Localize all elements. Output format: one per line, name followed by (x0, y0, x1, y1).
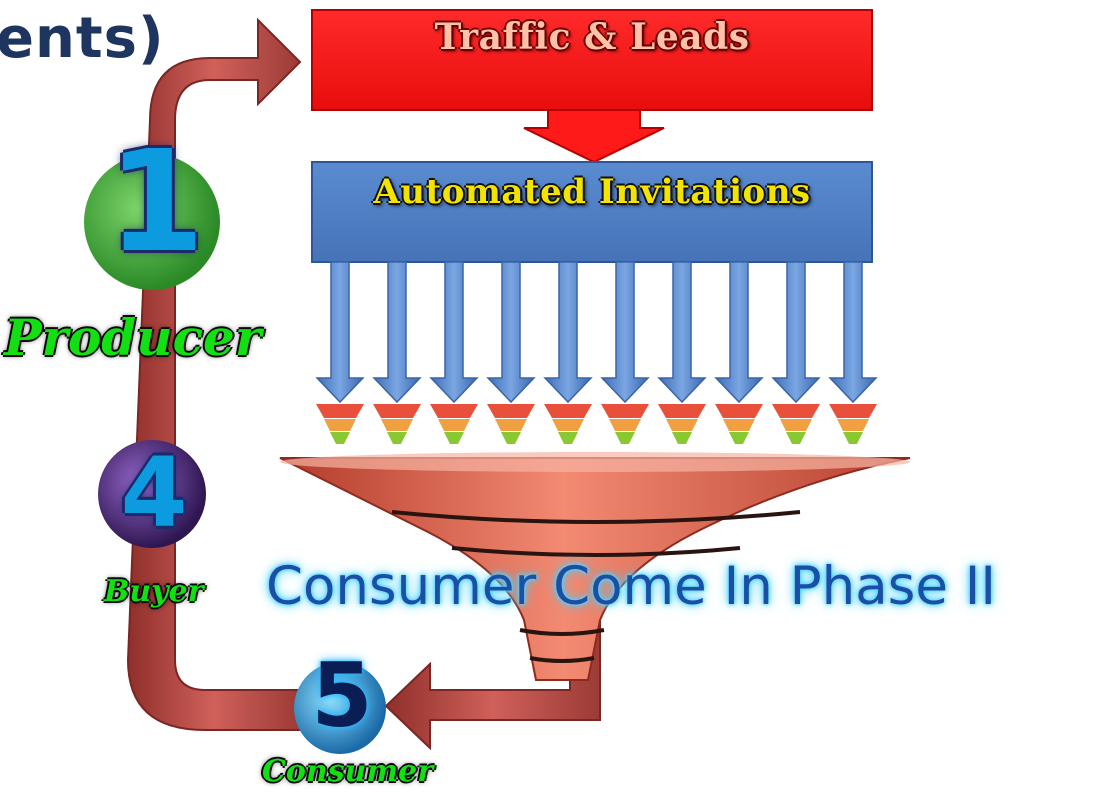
role-buyer: Buyer (104, 574, 204, 609)
step-4-circle (98, 440, 206, 548)
role-consumer: Consumer (262, 754, 434, 789)
down-arrow (543, 261, 593, 404)
traffic-leads-box (311, 9, 873, 111)
down-arrow (714, 261, 764, 404)
funnel-band (529, 656, 595, 663)
step-number-5: 5 (311, 644, 373, 747)
mini-funnel (430, 404, 478, 444)
role-producer: Producer (4, 308, 262, 367)
down-arrow (429, 261, 479, 404)
large-funnel (279, 452, 911, 681)
traffic-leads-label: Traffic & Leads (434, 16, 750, 58)
automated-invitations-box (311, 161, 873, 263)
down-arrow (600, 261, 650, 404)
mini-funnel (373, 404, 421, 444)
mini-funnel (601, 404, 649, 444)
funnel-band (451, 546, 741, 557)
title-fragment: ents) (0, 6, 165, 71)
down-arrow (315, 261, 365, 404)
mini-funnel-row (316, 404, 877, 444)
step-1-circle (84, 154, 220, 290)
mini-funnel (772, 404, 820, 444)
mini-funnel (487, 404, 535, 444)
funnel-band (519, 628, 605, 636)
step-number-4: 4 (120, 437, 188, 549)
mini-funnel (715, 404, 763, 444)
mini-funnel (658, 404, 706, 444)
down-arrow (657, 261, 707, 404)
red-down-arrow (523, 109, 665, 164)
arrow-row (315, 261, 878, 404)
down-arrow (828, 261, 878, 404)
funnel-band (391, 510, 801, 524)
mini-funnel (829, 404, 877, 444)
phase-caption: Consumer Come In Phase II (266, 556, 997, 617)
automated-invitations-label: Automated Invitations (373, 172, 811, 212)
mini-funnel (544, 404, 592, 444)
down-arrow (372, 261, 422, 404)
down-arrow (771, 261, 821, 404)
down-arrow (486, 261, 536, 404)
step-number-1: 1 (107, 121, 205, 284)
mini-funnel (316, 404, 364, 444)
step-5-circle (294, 662, 386, 754)
